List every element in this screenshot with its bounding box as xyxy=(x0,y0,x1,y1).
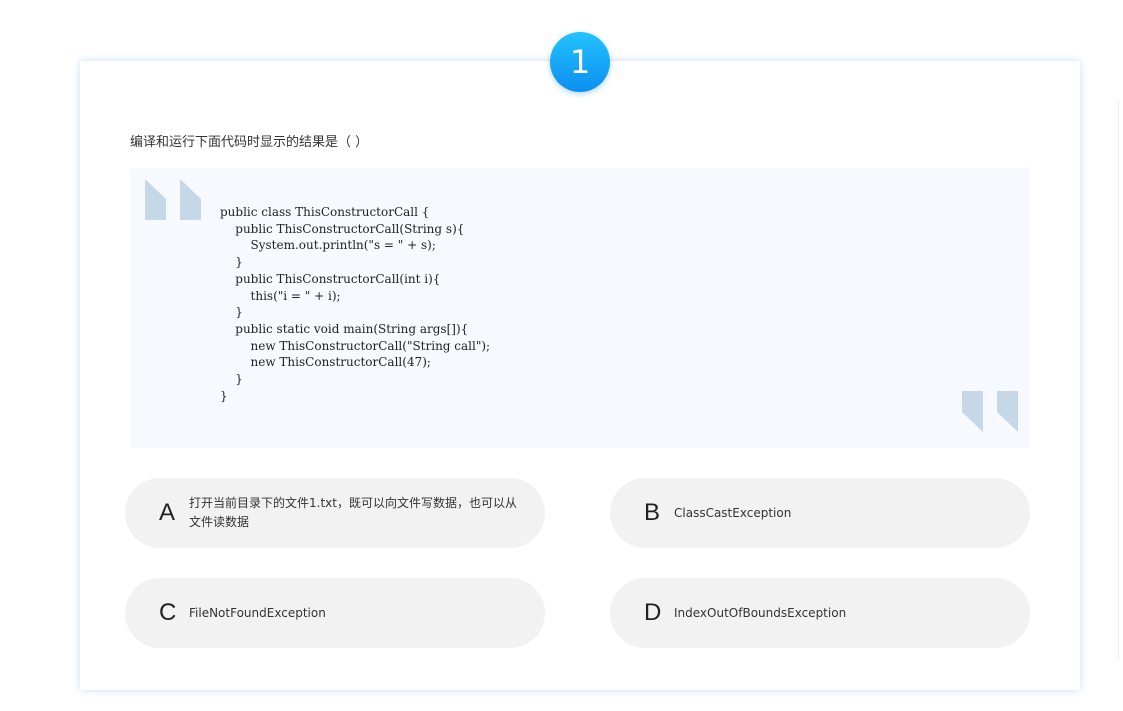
code-line: } xyxy=(220,255,243,270)
code-line: public class ThisConstructorCall { xyxy=(220,205,430,219)
question-card: 编译和运行下面代码时显示的结果是（ ） public class ThisCon… xyxy=(80,61,1080,690)
option-a-button[interactable]: A 打开当前目录下的文件1.txt，既可以向文件写数据，也可以从文件读数据 xyxy=(125,478,545,548)
page-edge-divider xyxy=(1118,100,1119,660)
code-line: public ThisConstructorCall(String s){ xyxy=(220,221,465,236)
code-line: new ThisConstructorCall(47); xyxy=(220,355,431,370)
code-line: } xyxy=(220,305,243,320)
option-c-button[interactable]: C FileNotFoundException xyxy=(125,578,545,648)
question-text: 编译和运行下面代码时显示的结果是（ ） xyxy=(130,135,369,150)
option-text: IndexOutOfBoundsException xyxy=(674,605,847,620)
code-line: public static void main(String args[]){ xyxy=(220,321,469,336)
option-text: 打开当前目录下的文件1.txt，既可以向文件写数据，也可以从文件读数据 xyxy=(189,496,517,529)
code-line: new ThisConstructorCall("String call"); xyxy=(220,338,491,353)
code-line: this("i = " + i); xyxy=(220,288,341,303)
code-line: } xyxy=(220,388,228,403)
option-d-button[interactable]: D IndexOutOfBoundsException xyxy=(610,578,1030,648)
option-text: ClassCastException xyxy=(674,505,792,520)
code-snippet: public class ThisConstructorCall { publi… xyxy=(220,204,490,404)
code-line: public ThisConstructorCall(int i){ xyxy=(220,271,441,286)
code-line: } xyxy=(220,372,243,387)
code-block: public class ThisConstructorCall { publi… xyxy=(130,168,1030,448)
open-quote-icon xyxy=(145,179,201,220)
option-letter: A xyxy=(159,499,176,526)
code-line: System.out.println("s = " + s); xyxy=(220,238,436,253)
option-text: FileNotFoundException xyxy=(189,605,326,620)
option-b-button[interactable]: B ClassCastException xyxy=(610,478,1030,548)
close-quote-icon xyxy=(962,391,1018,432)
option-letter: B xyxy=(644,499,661,526)
question-number-badge: 1 xyxy=(550,32,610,92)
option-letter: D xyxy=(644,599,662,626)
option-letter: C xyxy=(159,599,177,626)
